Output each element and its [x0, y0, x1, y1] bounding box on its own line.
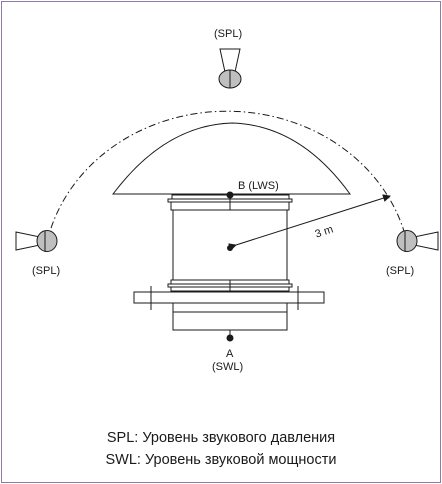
- spl-top-label: (SPL): [214, 28, 242, 40]
- flange-bolt-marks: [150, 286, 299, 310]
- spl-left-label: (SPL): [32, 265, 60, 277]
- legend-swl: SWL: Уровень звуковой мощности: [105, 452, 337, 468]
- microphone-right: [396, 230, 439, 252]
- measurement-arc: [46, 110, 408, 243]
- swl-label: (SWL): [212, 361, 243, 373]
- point-a-dot: [226, 334, 234, 342]
- distance-label: 3 m: [314, 224, 335, 241]
- mounting-flange: [133, 291, 325, 304]
- microphone-left: [15, 230, 58, 252]
- point-center-dot: [227, 245, 233, 251]
- spl-right-label: (SPL): [386, 265, 414, 277]
- legend-spl: SPL: Уровень звукового давления: [106, 430, 336, 446]
- distance-arrow: [228, 194, 391, 251]
- point-a-label: A: [226, 348, 234, 360]
- point-b-dot: [226, 191, 234, 199]
- base-collar: [172, 302, 288, 313]
- fan-hood: [111, 122, 351, 195]
- base-ring: [172, 311, 288, 331]
- point-b-label: B (LWS): [238, 180, 279, 192]
- microphone-top: [218, 48, 242, 89]
- bottom-rings: [167, 279, 293, 292]
